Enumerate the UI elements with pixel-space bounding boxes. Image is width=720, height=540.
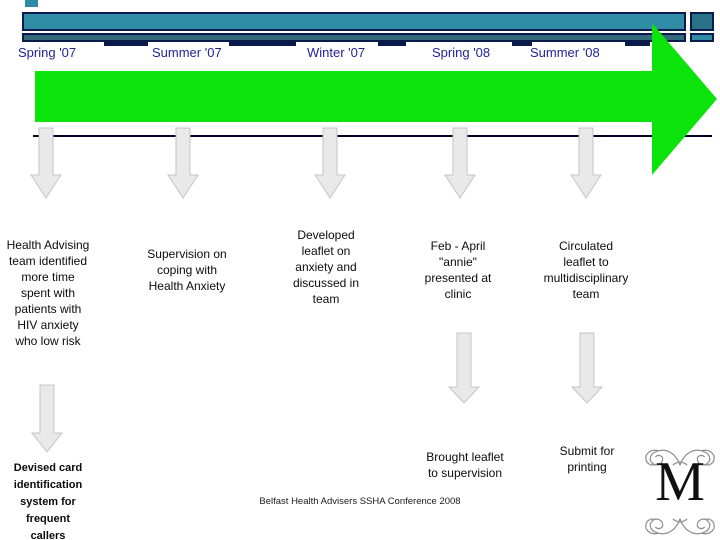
timeline-label-spring07: Spring '07 [18,45,77,60]
header-bar [22,12,686,31]
logo-monogram: M [642,446,718,540]
header-strip-end-square [690,33,714,42]
right-arrow-icon [35,23,717,175]
logo-letter: M [655,451,705,513]
followup-text-3: Submit for printing [559,444,615,474]
followup-text-2: Brought leaflet to supervision [426,450,504,480]
event-text-2: Supervision on coping with Health Anxiet… [147,247,227,293]
timeline-label-summer07: Summer '07 [152,45,222,60]
down-arrow-icon [570,332,604,404]
down-arrow-icon [167,127,199,199]
header-tick [104,41,148,46]
down-arrow-icon [30,384,64,453]
down-arrow-icon [444,127,476,199]
event-text-5: Circulated leaflet to multidisciplinary … [543,239,629,301]
event-text-3: Developed leaflet on anxiety and discuss… [292,228,360,306]
down-arrow-icon [570,127,602,199]
flourish-icon [645,518,715,535]
header-accent-square [25,0,38,7]
header-bar-end-square [690,12,714,31]
down-arrow-icon [447,332,481,404]
event-text-4: Feb - April "annie" presented at clinic [424,239,492,301]
down-arrow-icon [30,127,62,199]
timeline-label-summer08: Summer '08 [530,45,600,60]
event-text-1: Health Advising team identified more tim… [6,238,90,348]
down-arrow-icon [314,127,346,199]
followup-text-1: Devised card identification system for f… [13,462,83,540]
header-tick [512,41,532,46]
timeline-line [33,135,712,137]
header-tick [378,41,406,46]
footer-text: Belfast Health Advisers SSHA Conference … [259,496,461,507]
flourish-icon [645,449,715,466]
timeline-label-spring08: Spring '08 [432,45,491,60]
timeline-label-winter07: Winter '07 [307,45,366,60]
header-tick [625,41,650,46]
header-tick [229,41,296,46]
header-strip [22,33,686,42]
